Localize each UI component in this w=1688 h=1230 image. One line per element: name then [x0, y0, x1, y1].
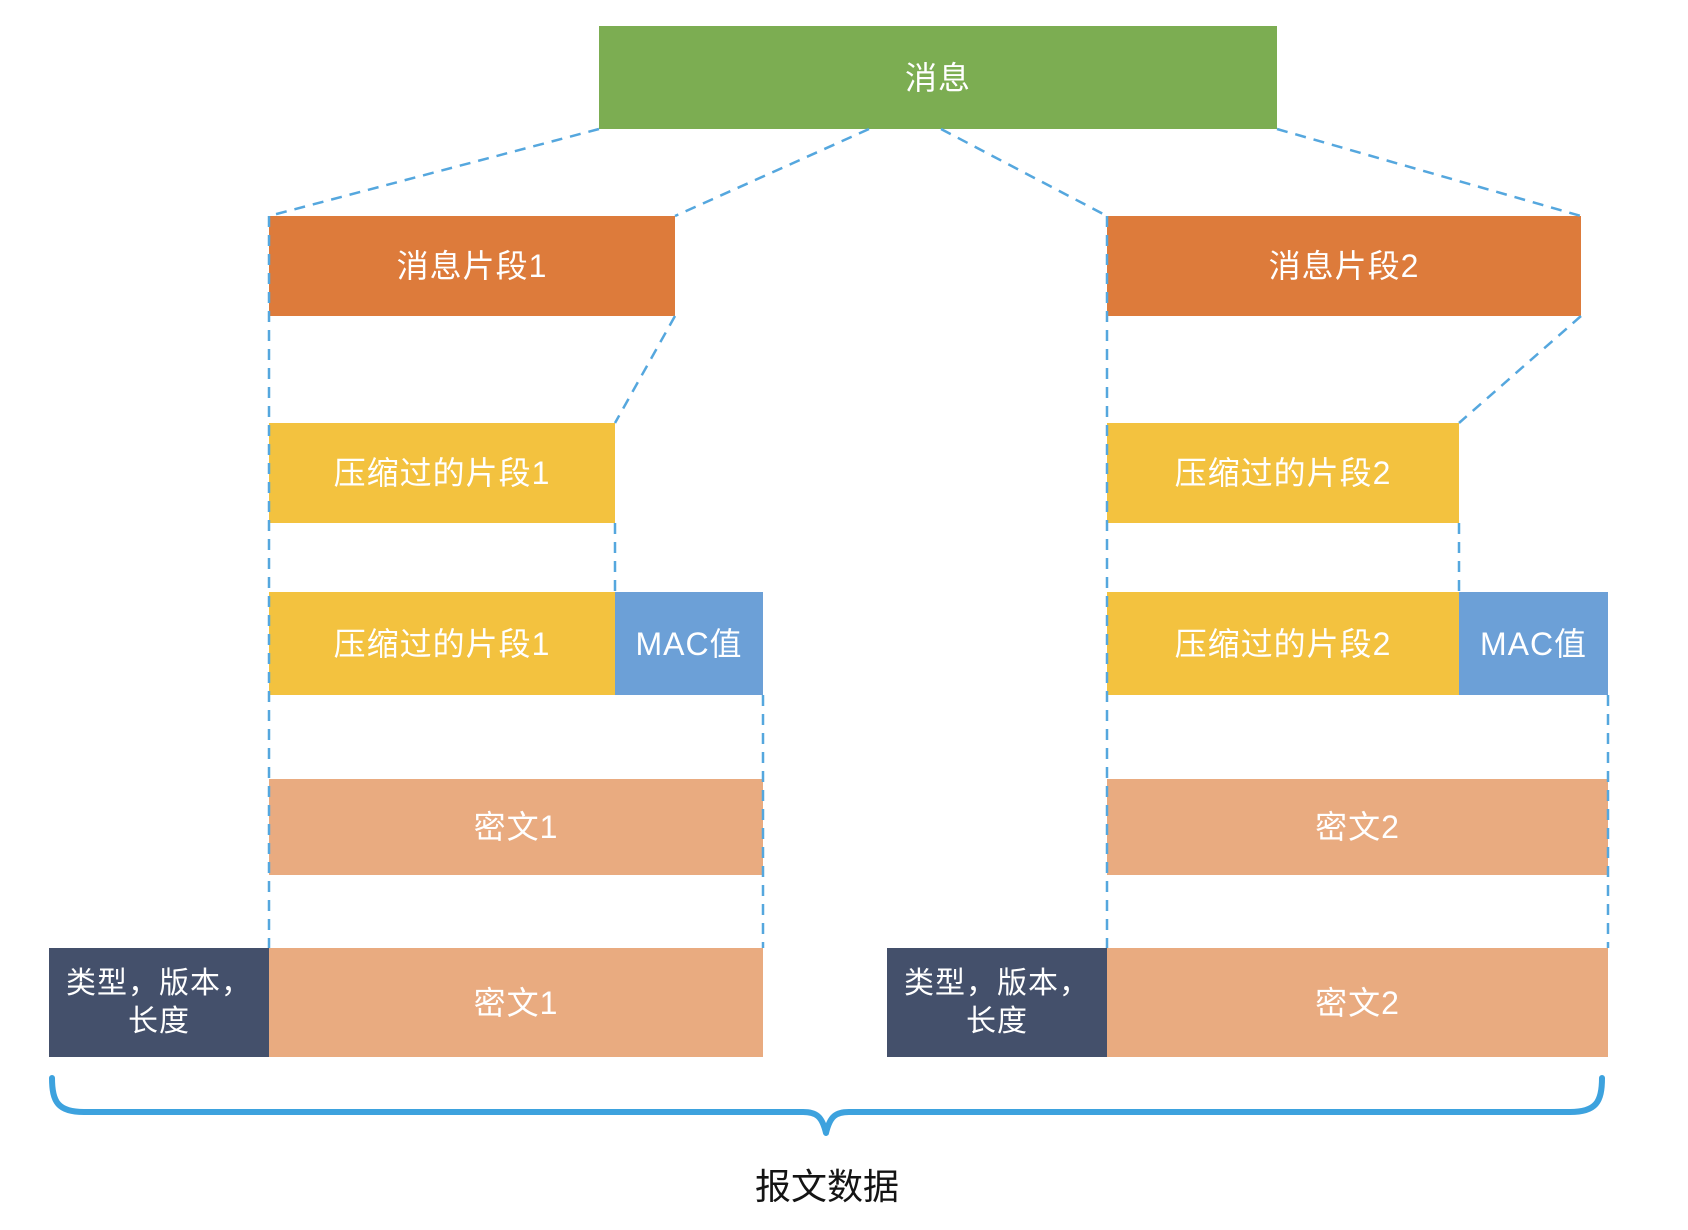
mac-2-box: MAC值	[1459, 592, 1608, 695]
record-header-1-box: 类型，版本， 长度	[49, 948, 269, 1057]
cipher-1-record-box: 密文1	[269, 948, 763, 1057]
cipher-2-box: 密文2	[1107, 779, 1608, 875]
brace	[49, 1075, 1605, 1136]
record-header-2-box: 类型，版本， 长度	[887, 948, 1107, 1057]
message-box: 消息	[599, 26, 1277, 129]
compressed-1-with-mac-box: 压缩过的片段1	[269, 592, 615, 695]
cipher-2-record-box: 密文2	[1107, 948, 1608, 1057]
cipher-1-box: 密文1	[269, 779, 763, 875]
compressed-2-box: 压缩过的片段2	[1107, 423, 1459, 523]
compressed-1-box: 压缩过的片段1	[269, 423, 615, 523]
dashed-line-frag1-to-comp1	[613, 315, 677, 424]
dashed-line-frag2-to-comp2	[1458, 315, 1582, 424]
fragment-2-box: 消息片段2	[1107, 216, 1581, 316]
dashed-line-msg-to-frag1-left	[268, 127, 600, 218]
dashed-line-msg-to-frag2-left	[940, 127, 1108, 218]
mac-1-box: MAC值	[615, 592, 763, 695]
brace-label: 报文数据	[754, 1166, 899, 1207]
compressed-2-with-mac-box: 压缩过的片段2	[1107, 592, 1459, 695]
dashed-line-msg-to-frag1-right	[674, 127, 870, 218]
fragment-1-box: 消息片段1	[269, 216, 675, 316]
dashed-line-msg-to-frag2-right	[1276, 127, 1582, 218]
